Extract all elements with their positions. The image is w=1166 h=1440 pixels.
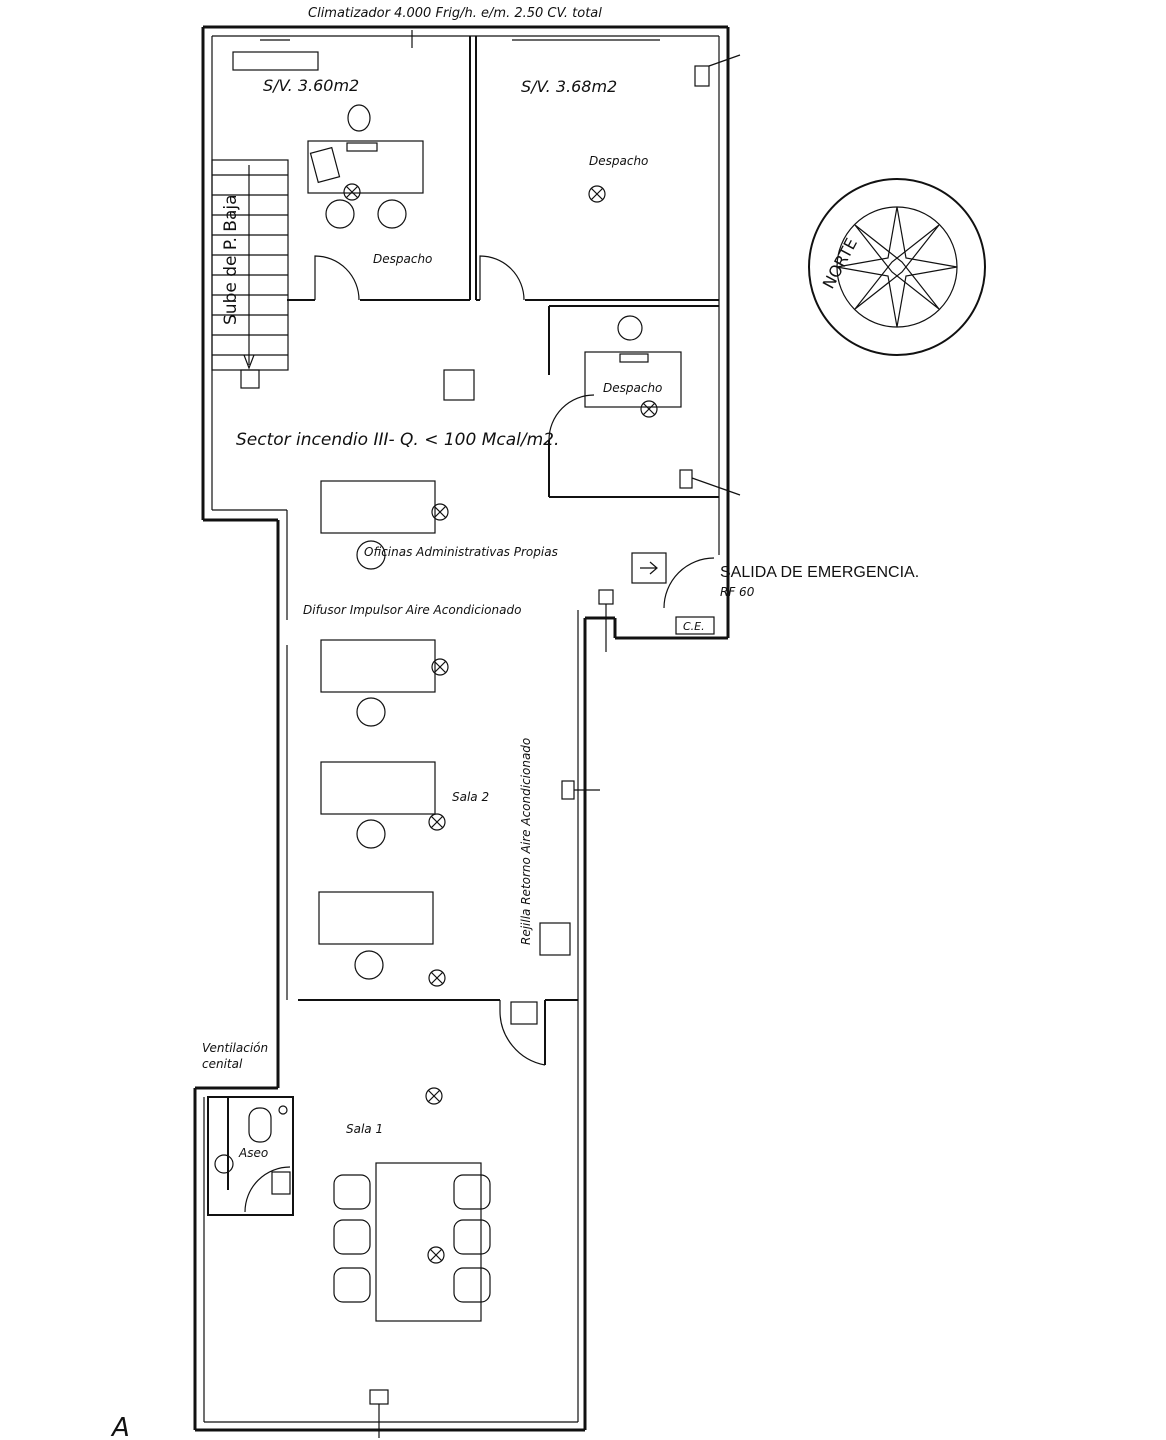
meeting-room — [298, 999, 578, 1438]
despacho-top-right-label: Despacho — [589, 154, 648, 168]
ce-label: C.E. — [683, 620, 705, 633]
bathroom — [207, 1096, 294, 1216]
top-offices — [287, 36, 741, 301]
sala2-label: Sala 2 — [452, 790, 489, 804]
corner-letter: A — [110, 1413, 130, 1440]
difusor-label: Difusor Impulsor Aire Acondicionado — [303, 603, 521, 617]
climatizador-label: Climatizador 4.000 Frig/h. e/m. 2.50 CV.… — [308, 6, 602, 21]
rf-label: RF 60 — [720, 585, 755, 599]
despacho-small-label: Despacho — [603, 381, 662, 395]
ventilacion-label: Ventilación — [202, 1041, 268, 1055]
salida-emergencia-label: SALIDA DE EMERGENCIA. — [720, 564, 919, 581]
emergency-exit — [561, 552, 715, 800]
extinguisher-icon — [539, 922, 571, 956]
rejilla-label: Rejilla Retorno Aire Acondicionado — [519, 738, 533, 945]
pillar — [443, 369, 475, 401]
small-office — [548, 305, 741, 498]
oficinas-label: Oficinas Administrativas Propias — [364, 545, 558, 559]
cenital-label: cenital — [202, 1057, 243, 1071]
despacho-top-left-label: Despacho — [373, 252, 432, 266]
sv-right-label: S/V. 3.68m2 — [521, 77, 617, 96]
outer-walls — [193, 25, 730, 1432]
sala1-label: Sala 1 — [346, 1122, 383, 1136]
aseo-label: Aseo — [238, 1146, 268, 1160]
stairs — [211, 159, 289, 389]
north-compass-icon — [808, 178, 986, 356]
workstations — [318, 480, 449, 987]
fire-sector-label: Sector incendio III- Q. < 100 Mcal/m2. — [236, 430, 559, 450]
stairs-label: Sube de P. Baja — [221, 194, 241, 325]
sv-left-label: S/V. 3.60m2 — [263, 76, 359, 95]
